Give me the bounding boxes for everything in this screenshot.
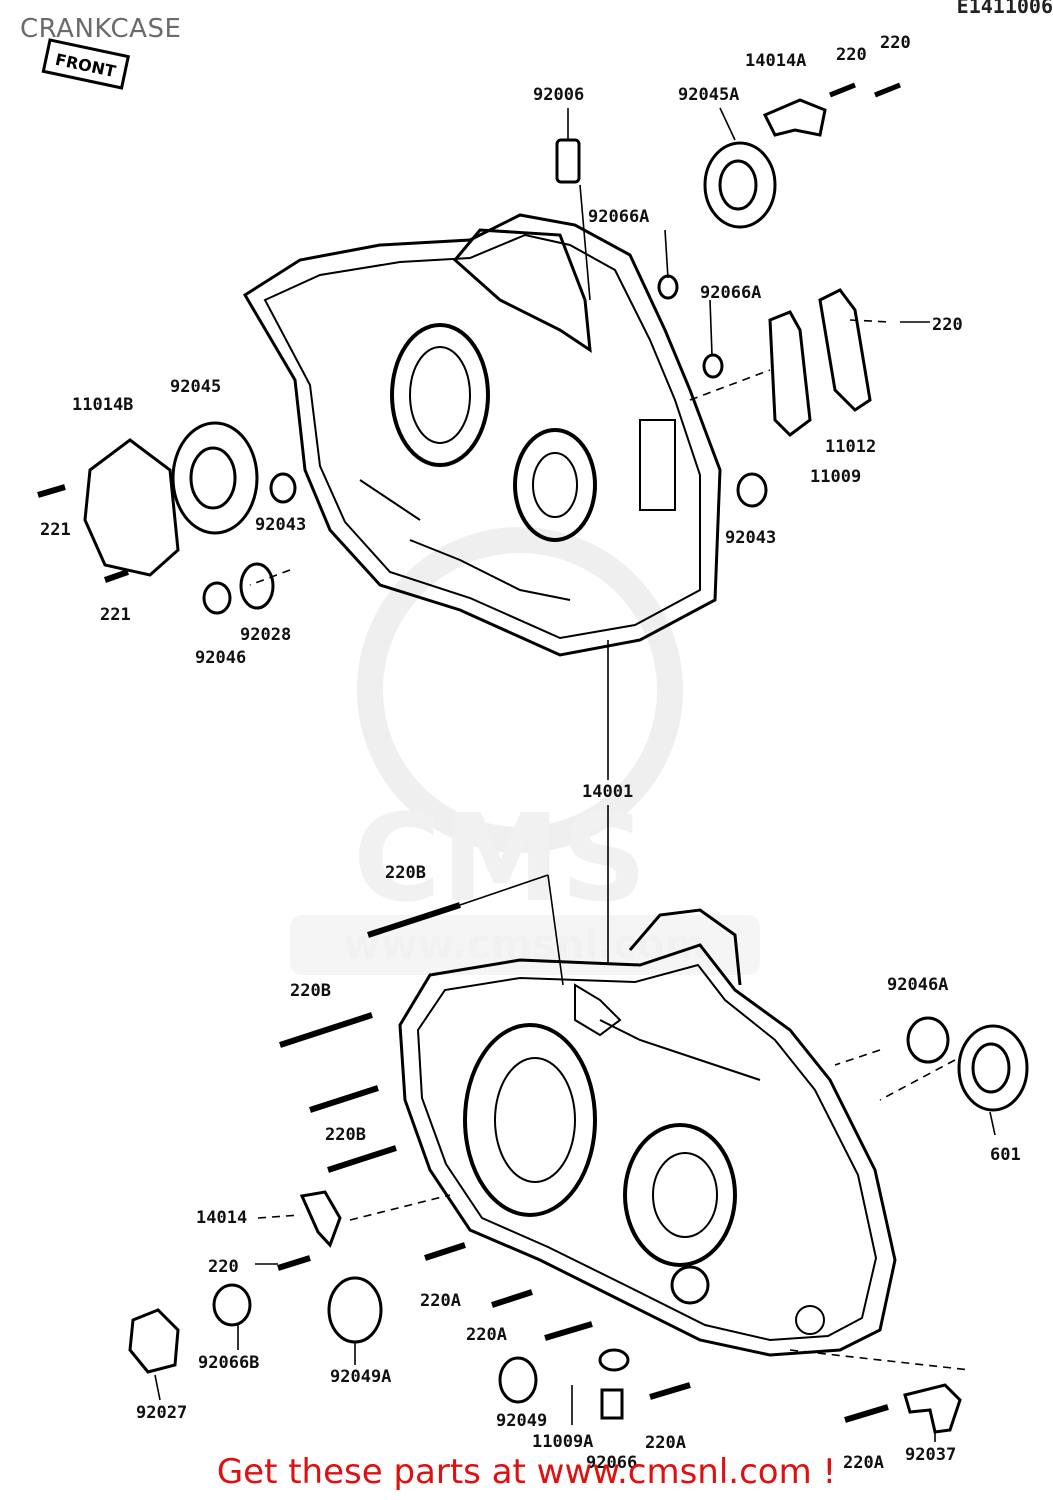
callout-92066B: 92066B bbox=[198, 1353, 259, 1373]
callout-221: 221 bbox=[100, 605, 131, 625]
callout-92046: 92046 bbox=[195, 648, 246, 668]
front-marker: FRONT bbox=[41, 38, 131, 90]
part-92046A bbox=[906, 1016, 950, 1064]
callout-92043: 92043 bbox=[725, 528, 776, 548]
callout-220A: 220A bbox=[843, 1453, 884, 1473]
callout-92066: 92066 bbox=[586, 1453, 637, 1473]
callout-92006: 92006 bbox=[533, 85, 584, 105]
part-601-bearing-inner bbox=[971, 1042, 1011, 1094]
part-92006 bbox=[555, 138, 581, 184]
callout-221: 221 bbox=[40, 520, 71, 540]
callout-220: 220 bbox=[932, 315, 963, 335]
part-92049-seal bbox=[498, 1356, 538, 1404]
parts bbox=[37, 82, 1029, 1434]
callout-220A: 220A bbox=[420, 1291, 461, 1311]
diagram-title: CRANKCASE bbox=[20, 14, 182, 44]
callout-220B: 220B bbox=[385, 863, 426, 883]
callout-92066A: 92066A bbox=[700, 283, 761, 303]
part-220A-bolt bbox=[844, 1404, 889, 1423]
part-92049A-seal bbox=[327, 1276, 383, 1344]
upper-crankcase bbox=[242, 213, 722, 657]
callout-601: 601 bbox=[990, 1145, 1021, 1165]
part-92066B bbox=[212, 1283, 252, 1327]
callout-92045A: 92045A bbox=[678, 85, 739, 105]
part-11012-plate bbox=[818, 288, 872, 412]
footer-link-text[interactable]: Get these parts at www.cmsnl.com ! bbox=[216, 1452, 837, 1492]
callout-11012: 11012 bbox=[825, 437, 876, 457]
part-92066A bbox=[657, 274, 679, 300]
part-92028 bbox=[239, 562, 275, 610]
callout-92028: 92028 bbox=[240, 625, 291, 645]
callout-220B: 220B bbox=[325, 1125, 366, 1145]
callout-220A: 220A bbox=[645, 1433, 686, 1453]
callout-14001: 14001 bbox=[582, 782, 633, 802]
part-92066A bbox=[702, 353, 724, 379]
part-220A-bolt bbox=[491, 1289, 533, 1308]
callout-92066A: 92066A bbox=[588, 207, 649, 227]
part-11009A bbox=[598, 1348, 630, 1372]
part-220A-bolt bbox=[424, 1242, 466, 1261]
part-220B-bolt bbox=[279, 1012, 373, 1048]
callout-11009: 11009 bbox=[810, 467, 861, 487]
callout-92027: 92027 bbox=[136, 1403, 187, 1423]
part-220A-bolt bbox=[649, 1382, 691, 1400]
callout-220: 220 bbox=[880, 33, 911, 53]
part-92045A-bearing-inner bbox=[718, 159, 758, 211]
callout-14014: 14014 bbox=[196, 1208, 247, 1228]
part-11014B-cover bbox=[83, 438, 180, 577]
part-220B-bolt bbox=[367, 902, 461, 938]
lower-crankcase bbox=[398, 908, 897, 1357]
part-14014A bbox=[762, 98, 827, 137]
part-92046 bbox=[202, 581, 232, 615]
part-221-screw bbox=[37, 484, 66, 498]
part-11009-plate bbox=[768, 310, 812, 437]
leader-lines bbox=[154, 107, 996, 1442]
callout-220: 220 bbox=[836, 45, 867, 65]
part-220A-bolt bbox=[544, 1321, 593, 1341]
part-92037-clamp bbox=[903, 1383, 962, 1434]
callout-92043: 92043 bbox=[255, 515, 306, 535]
callout-92049: 92049 bbox=[496, 1411, 547, 1431]
part-92066 bbox=[600, 1388, 624, 1420]
callout-92049A: 92049A bbox=[330, 1367, 391, 1387]
callout-14014A: 14014A bbox=[745, 51, 806, 71]
part-220B-bolt bbox=[309, 1085, 379, 1113]
diagram-code: E1411006 bbox=[956, 0, 1053, 18]
part-220-bolt bbox=[874, 82, 901, 98]
part-92027 bbox=[128, 1308, 180, 1374]
callout-92037: 92037 bbox=[905, 1445, 956, 1465]
part-92043-dowel bbox=[736, 472, 768, 508]
cms-watermark: CMS www.cmsnl.com bbox=[290, 527, 760, 975]
part-14014-clip bbox=[299, 1190, 342, 1248]
part-220-bolt bbox=[829, 82, 856, 98]
part-92045-bearing-inner bbox=[189, 446, 237, 510]
watermark-brand: CMS bbox=[353, 790, 647, 929]
part-220B-bolt bbox=[327, 1145, 397, 1173]
callout-labels: 92006 14014A 220 220 92045A 92066A 92066… bbox=[40, 33, 1021, 1473]
callout-11014B: 11014B bbox=[72, 395, 133, 415]
callout-220: 220 bbox=[208, 1257, 239, 1277]
callout-92045: 92045 bbox=[170, 377, 221, 397]
callout-11009A: 11009A bbox=[532, 1432, 593, 1452]
part-92043-dowel bbox=[269, 472, 297, 504]
callout-220B: 220B bbox=[290, 981, 331, 1001]
part-221-screw bbox=[104, 569, 129, 583]
part-220-bolt bbox=[277, 1255, 311, 1271]
callout-220A: 220A bbox=[466, 1325, 507, 1345]
callout-92046A: 92046A bbox=[887, 975, 948, 995]
